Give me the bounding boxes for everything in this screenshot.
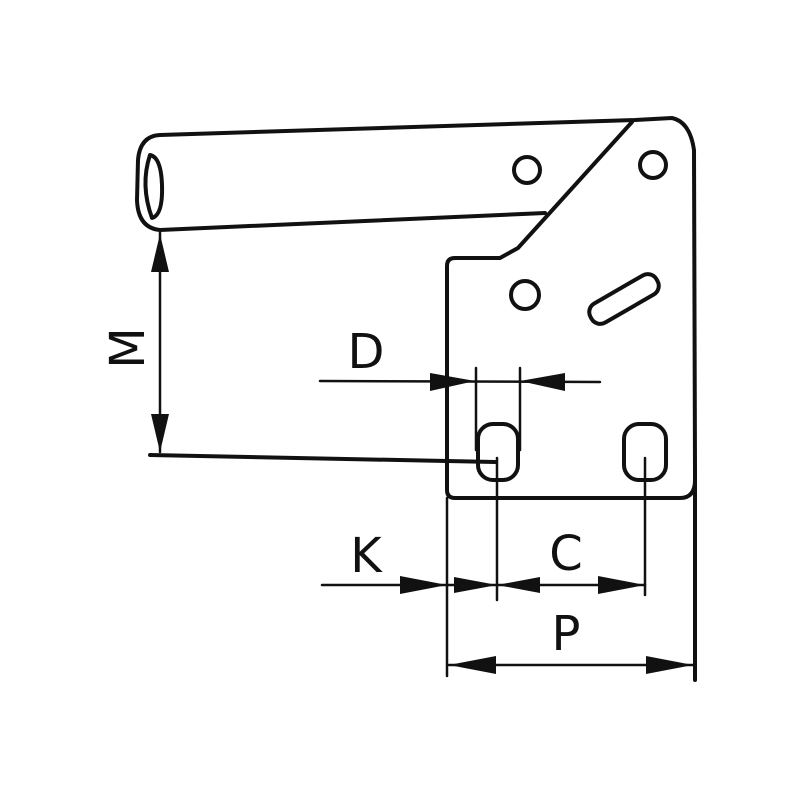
dimension-k-label: K (350, 528, 383, 584)
hinge-arm-end-cap (143, 153, 165, 220)
dimension-p-arrow-left (449, 656, 496, 674)
dimension-d-label: D (348, 324, 385, 380)
upper-hole-right (638, 150, 668, 180)
dimension-c-arrow-left-back (497, 577, 540, 593)
dimension-c-label: C (549, 526, 583, 582)
dimension-m-arrow-bottom (151, 414, 169, 452)
dimension-c-arrow-right (598, 576, 645, 594)
dimension-k-arrow (400, 576, 447, 594)
dimension-m-arrow-top (151, 234, 169, 272)
mounting-plate (445, 120, 697, 500)
upper-hole-left (512, 155, 542, 185)
dimension-c-arrow-left (454, 577, 497, 593)
dimension-d-arrow-right (520, 373, 565, 391)
dimension-d-arrow-left (430, 373, 475, 391)
hinge-arm (135, 116, 697, 472)
dimension-m-extension (148, 453, 497, 464)
adjustment-slot (587, 272, 661, 326)
dimension-m-label: M (100, 327, 156, 368)
middle-hole (509, 279, 541, 311)
dimension-p-label: P (552, 606, 581, 662)
dimension-p-arrow-right (646, 656, 693, 674)
